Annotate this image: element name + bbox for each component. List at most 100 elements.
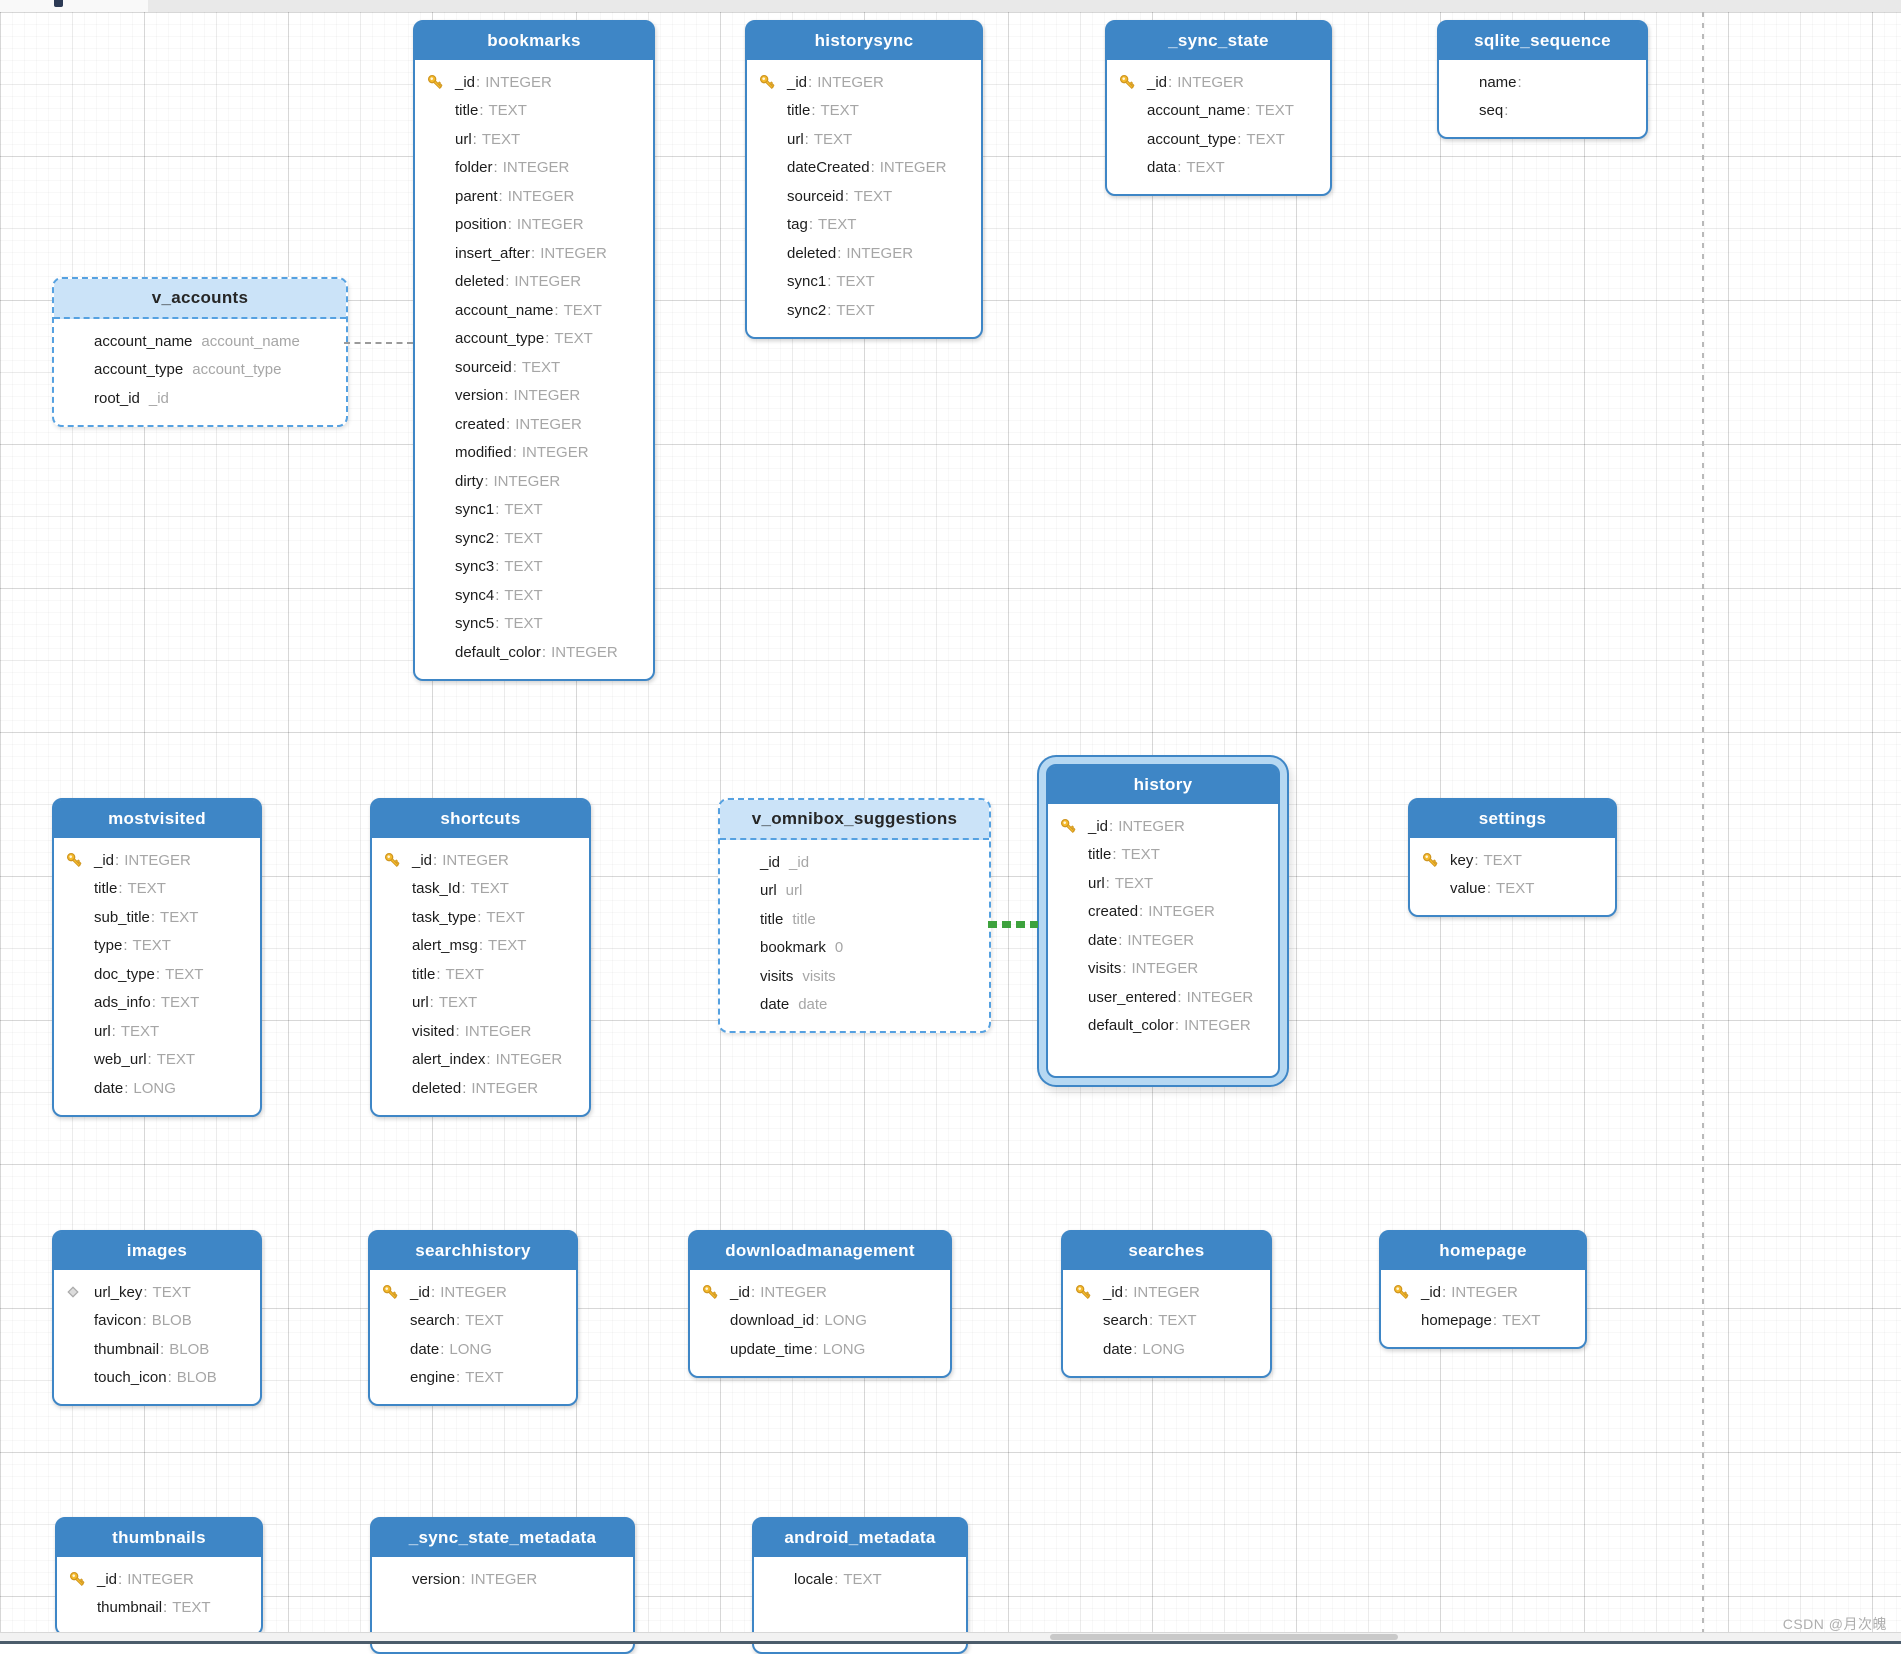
field-row-history-created[interactable]: created:INTEGER: [1048, 898, 1278, 927]
field-row-shortcuts-_id[interactable]: _id:INTEGER: [372, 846, 589, 875]
field-row-shortcuts-visited[interactable]: visited:INTEGER: [372, 1017, 589, 1046]
field-row-history-_id[interactable]: _id:INTEGER: [1048, 812, 1278, 841]
field-row-bookmarks-_id[interactable]: _id:INTEGER: [415, 68, 653, 97]
field-row-historysync-url[interactable]: url:TEXT: [747, 125, 981, 154]
field-row-searchhistory-search[interactable]: search:TEXT: [370, 1307, 576, 1336]
table-header[interactable]: history: [1048, 766, 1278, 804]
table-header[interactable]: bookmarks: [415, 22, 653, 60]
field-row-shortcuts-task_Id[interactable]: task_Id:TEXT: [372, 875, 589, 904]
field-row-history-user_entered[interactable]: user_entered:INTEGER: [1048, 983, 1278, 1012]
table-card-_sync_state_metadata[interactable]: _sync_state_metadata version:INTEGER: [370, 1517, 635, 1654]
field-row-_sync_state-account_type[interactable]: account_type:TEXT: [1107, 125, 1330, 154]
field-row-mostvisited-type[interactable]: type:TEXT: [54, 932, 260, 961]
field-row-searches-date[interactable]: date:LONG: [1063, 1335, 1270, 1364]
field-row-history-title[interactable]: title:TEXT: [1048, 841, 1278, 870]
relation-connector-v_omnibox_suggestions-to-history[interactable]: [988, 921, 1038, 928]
field-row-images-url_key[interactable]: url_key:TEXT: [54, 1278, 260, 1307]
field-row-bookmarks-sync1[interactable]: sync1:TEXT: [415, 496, 653, 525]
field-row-bookmarks-deleted[interactable]: deleted:INTEGER: [415, 268, 653, 297]
field-row-downloadmanagement-update_time[interactable]: update_time:LONG: [690, 1335, 950, 1364]
field-row-bookmarks-title[interactable]: title:TEXT: [415, 97, 653, 126]
table-header[interactable]: searchhistory: [370, 1232, 576, 1270]
field-row-history-default_color[interactable]: default_color:INTEGER: [1048, 1012, 1278, 1041]
field-row-historysync-_id[interactable]: _id:INTEGER: [747, 68, 981, 97]
table-header[interactable]: _sync_state_metadata: [372, 1519, 633, 1557]
field-row-settings-value[interactable]: value:TEXT: [1410, 875, 1615, 904]
field-row-searches-search[interactable]: search:TEXT: [1063, 1307, 1270, 1336]
field-row-android_metadata-locale[interactable]: locale:TEXT: [754, 1565, 966, 1594]
field-row-_sync_state_metadata-version[interactable]: version:INTEGER: [372, 1565, 633, 1594]
field-row-mostvisited-web_url[interactable]: web_url:TEXT: [54, 1046, 260, 1075]
table-header[interactable]: shortcuts: [372, 800, 589, 838]
table-header[interactable]: images: [54, 1232, 260, 1270]
field-row-settings-key[interactable]: key:TEXT: [1410, 846, 1615, 875]
field-row-shortcuts-alert_index[interactable]: alert_index:INTEGER: [372, 1046, 589, 1075]
field-row-bookmarks-sync5[interactable]: sync5:TEXT: [415, 610, 653, 639]
field-row-mostvisited-sub_title[interactable]: sub_title:TEXT: [54, 903, 260, 932]
field-row-v_accounts-root_id[interactable]: root_id_id: [54, 384, 346, 413]
field-row-bookmarks-folder[interactable]: folder:INTEGER: [415, 154, 653, 183]
field-row-homepage-homepage[interactable]: homepage:TEXT: [1381, 1307, 1585, 1336]
field-row-shortcuts-deleted[interactable]: deleted:INTEGER: [372, 1074, 589, 1103]
field-row-history-visits[interactable]: visits:INTEGER: [1048, 955, 1278, 984]
field-row-_sync_state-account_name[interactable]: account_name:TEXT: [1107, 97, 1330, 126]
table-header[interactable]: searches: [1063, 1232, 1270, 1270]
field-row-bookmarks-account_name[interactable]: account_name:TEXT: [415, 296, 653, 325]
field-row-images-favicon[interactable]: favicon:BLOB: [54, 1307, 260, 1336]
field-row-mostvisited-url[interactable]: url:TEXT: [54, 1017, 260, 1046]
table-header[interactable]: historysync: [747, 22, 981, 60]
horizontal-scrollbar-track[interactable]: [0, 1632, 1901, 1642]
field-row-bookmarks-insert_after[interactable]: insert_after:INTEGER: [415, 239, 653, 268]
field-row-shortcuts-task_type[interactable]: task_type:TEXT: [372, 903, 589, 932]
field-row-sqlite_sequence-seq[interactable]: seq:: [1439, 97, 1646, 126]
field-row-searchhistory-_id[interactable]: _id:INTEGER: [370, 1278, 576, 1307]
field-row-mostvisited-date[interactable]: date:LONG: [54, 1074, 260, 1103]
field-row-mostvisited-doc_type[interactable]: doc_type:TEXT: [54, 960, 260, 989]
field-row-shortcuts-title[interactable]: title:TEXT: [372, 960, 589, 989]
field-row-bookmarks-position[interactable]: position:INTEGER: [415, 211, 653, 240]
field-row-bookmarks-url[interactable]: url:TEXT: [415, 125, 653, 154]
field-row-mostvisited-title[interactable]: title:TEXT: [54, 875, 260, 904]
field-row-images-touch_icon[interactable]: touch_icon:BLOB: [54, 1364, 260, 1393]
field-row-thumbnails-_id[interactable]: _id:INTEGER: [57, 1565, 261, 1594]
field-row-bookmarks-sync3[interactable]: sync3:TEXT: [415, 553, 653, 582]
field-row-bookmarks-version[interactable]: version:INTEGER: [415, 382, 653, 411]
field-row-images-thumbnail[interactable]: thumbnail:BLOB: [54, 1335, 260, 1364]
field-row-bookmarks-dirty[interactable]: dirty:INTEGER: [415, 467, 653, 496]
field-row-searches-_id[interactable]: _id:INTEGER: [1063, 1278, 1270, 1307]
field-row-historysync-title[interactable]: title:TEXT: [747, 97, 981, 126]
field-row-searchhistory-engine[interactable]: engine:TEXT: [370, 1364, 576, 1393]
field-row-bookmarks-parent[interactable]: parent:INTEGER: [415, 182, 653, 211]
field-row-shortcuts-url[interactable]: url:TEXT: [372, 989, 589, 1018]
field-row-historysync-sourceid[interactable]: sourceid:TEXT: [747, 182, 981, 211]
field-row-shortcuts-alert_msg[interactable]: alert_msg:TEXT: [372, 932, 589, 961]
field-row-bookmarks-created[interactable]: created:INTEGER: [415, 410, 653, 439]
field-row-historysync-sync2[interactable]: sync2:TEXT: [747, 296, 981, 325]
horizontal-scrollbar-thumb[interactable]: [1050, 1634, 1398, 1640]
field-row-thumbnails-thumbnail[interactable]: thumbnail:TEXT: [57, 1594, 261, 1623]
table-header[interactable]: sqlite_sequence: [1439, 22, 1646, 60]
table-header[interactable]: downloadmanagement: [690, 1232, 950, 1270]
table-header[interactable]: v_accounts: [54, 279, 346, 319]
field-row-mostvisited-_id[interactable]: _id:INTEGER: [54, 846, 260, 875]
field-row-historysync-sync1[interactable]: sync1:TEXT: [747, 268, 981, 297]
table-header[interactable]: mostvisited: [54, 800, 260, 838]
field-row-bookmarks-modified[interactable]: modified:INTEGER: [415, 439, 653, 468]
field-row-downloadmanagement-_id[interactable]: _id:INTEGER: [690, 1278, 950, 1307]
field-row-bookmarks-account_type[interactable]: account_type:TEXT: [415, 325, 653, 354]
